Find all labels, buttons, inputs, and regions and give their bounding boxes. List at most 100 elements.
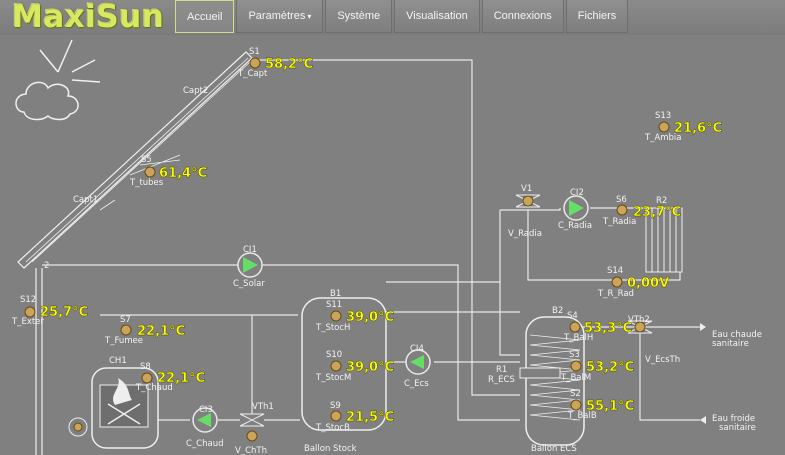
svg-text:T_BalH: T_BalH — [563, 333, 593, 343]
svg-text:21,5°C: 21,5°C — [346, 410, 394, 425]
svg-text:Eau froide: Eau froide — [712, 414, 755, 424]
nav-fichiers[interactable]: Fichiers — [565, 0, 629, 33]
svg-text:22,1°C: 22,1°C — [137, 324, 185, 339]
storage-tank: B1 Ballon Stock — [301, 289, 387, 454]
svg-text:V_EcsTh: V_EcsTh — [645, 355, 680, 365]
svg-text:V_ChTh: V_ChTh — [235, 446, 267, 455]
svg-text:55,1°C: 55,1°C — [586, 399, 634, 414]
capt2-label: Capt2 — [183, 86, 208, 96]
valve-vth2[interactable]: VTh2 V_EcsTh — [627, 315, 680, 365]
svg-text:T_Capt: T_Capt — [237, 69, 268, 79]
nav-connexions[interactable]: Connexions — [481, 0, 564, 33]
svg-text:S3: S3 — [569, 350, 580, 360]
svg-text:T_Chaud: T_Chaud — [135, 383, 173, 393]
sensor-s6[interactable]: S6 T_Radia 23,7°C — [602, 195, 681, 227]
svg-text:S2: S2 — [570, 389, 581, 399]
svg-text:T_Radia: T_Radia — [602, 217, 636, 227]
sensor-s1[interactable]: S1 T_Capt 58,2°C — [237, 47, 313, 79]
capt1-label: Capt1 — [73, 195, 98, 205]
svg-text:T_R_Rad: T_R_Rad — [597, 289, 634, 299]
svg-text:sanitaire: sanitaire — [712, 339, 749, 349]
svg-text:T_Exter: T_Exter — [11, 317, 44, 327]
cold-water-inlet: Eau froide sanitaire — [700, 414, 756, 433]
svg-text:53,3°C: 53,3°C — [584, 321, 632, 336]
svg-text:T_Ambia: T_Ambia — [644, 133, 682, 143]
svg-text:CI1: CI1 — [243, 245, 257, 255]
svg-text:S6: S6 — [616, 195, 627, 205]
top-bar: MaxiSun Accueil Paramètres▾ Système Visu… — [0, 0, 785, 35]
sensor-s12[interactable]: S12 T_Exter 25,7°C — [11, 295, 88, 327]
svg-text:VTh1: VTh1 — [252, 402, 274, 412]
svg-text:S11: S11 — [326, 300, 342, 310]
svg-text:CI2: CI2 — [570, 188, 584, 198]
weather-icon — [15, 39, 101, 121]
radiator: R2 — [645, 196, 683, 273]
svg-text:Ballon Stock: Ballon Stock — [304, 444, 357, 454]
svg-text:T_Fumee: T_Fumee — [104, 336, 143, 346]
svg-text:S1: S1 — [249, 47, 260, 57]
svg-text:sanitaire: sanitaire — [719, 423, 756, 433]
svg-text:S9: S9 — [330, 401, 341, 411]
svg-text:25,7°C: 25,7°C — [40, 305, 88, 320]
svg-text:T_BalM: T_BalM — [560, 373, 591, 383]
nav-visualisation[interactable]: Visualisation — [394, 0, 480, 33]
svg-text:R_ECS: R_ECS — [488, 375, 515, 385]
nav-accueil[interactable]: Accueil — [175, 0, 235, 33]
sensor-s9[interactable]: S9 T_StocB 21,5°C — [315, 401, 394, 433]
svg-text:Ballon ECS: Ballon ECS — [531, 444, 577, 454]
svg-text:S12: S12 — [20, 295, 36, 305]
svg-text:C_Radia: C_Radia — [558, 221, 592, 231]
svg-text:T_StocH: T_StocH — [315, 323, 350, 333]
svg-text:S4: S4 — [567, 311, 578, 321]
pipes — [42, 59, 700, 421]
svg-text:R2: R2 — [656, 196, 667, 206]
svg-text:CH1: CH1 — [109, 356, 127, 366]
svg-text:23,7°C: 23,7°C — [633, 205, 681, 220]
svg-text:61,4°C: 61,4°C — [159, 166, 207, 181]
svg-text:T_StocB: T_StocB — [315, 423, 350, 433]
svg-text:C_Solar: C_Solar — [233, 279, 265, 289]
svg-text:S13: S13 — [655, 111, 671, 121]
pump-ci1[interactable]: CI1 C_Solar — [233, 245, 265, 289]
svg-text:21,6°C: 21,6°C — [674, 121, 722, 136]
svg-text:C_Ecs: C_Ecs — [404, 379, 429, 389]
sensor-s2[interactable]: S2 T_BalB 55,1°C — [567, 389, 634, 421]
svg-text:CI3: CI3 — [199, 405, 213, 415]
sensor-s8[interactable]: S8 T_Chaud 22,1°C — [135, 362, 205, 393]
sensor-s14[interactable]: S14 T_R_Rad 0,00V — [597, 266, 669, 299]
nav-parametres[interactable]: Paramètres▾ — [236, 0, 324, 33]
svg-text:V_Radia: V_Radia — [508, 229, 542, 239]
pump-ci3[interactable]: CI3 C_Chaud — [186, 405, 224, 449]
chevron-down-icon: ▾ — [307, 12, 312, 21]
main-nav: Accueil Paramètres▾ Système Visualisatio… — [175, 0, 630, 35]
svg-text:T_BalB: T_BalB — [567, 411, 597, 421]
sensor-s7[interactable]: S7 T_Fumee 22,1°C — [104, 315, 185, 346]
svg-text:22,1°C: 22,1°C — [157, 371, 205, 386]
svg-text:B1: B1 — [330, 289, 341, 299]
installation-diagram: Capt2 Capt1 2 B1 Ballon Stock B2 Ballon … — [11, 39, 762, 455]
sensor-s3[interactable]: S3 T_BalM 53,2°C — [560, 350, 634, 383]
sensor-s13[interactable]: S13 T_Ambia 21,6°C — [644, 111, 722, 143]
svg-text:T_StocM: T_StocM — [315, 373, 351, 383]
sensor-s10[interactable]: S10 T_StocM 39,0°C — [315, 350, 394, 383]
svg-text:2: 2 — [44, 261, 49, 271]
pump-ci2[interactable]: CI2 C_Radia — [558, 188, 592, 231]
svg-text:V1: V1 — [521, 184, 532, 194]
svg-text:0,00V: 0,00V — [627, 276, 669, 291]
svg-text:B2: B2 — [552, 306, 563, 316]
svg-text:53,2°C: 53,2°C — [586, 360, 634, 375]
solar-collectors: Capt2 Capt1 2 — [17, 51, 253, 455]
svg-text:58,2°C: 58,2°C — [265, 57, 313, 72]
svg-text:T_tubes: T_tubes — [129, 178, 164, 188]
pump-ci4[interactable]: CI4 C_Ecs — [404, 344, 431, 389]
sensor-s5[interactable]: S5 T_tubes 61,4°C — [129, 155, 207, 188]
svg-text:S10: S10 — [326, 350, 342, 360]
valve-vth1[interactable]: VTh1 V_ChTh — [235, 402, 274, 455]
nav-systeme[interactable]: Système — [325, 0, 393, 33]
valve-v1[interactable]: V1 V_Radia — [508, 184, 542, 239]
sensor-s11[interactable]: S11 T_StocH 39,0°C — [315, 300, 394, 333]
sensor-s4[interactable]: S4 T_BalH 53,3°C — [563, 311, 632, 343]
svg-text:S8: S8 — [140, 362, 151, 372]
svg-text:S14: S14 — [607, 266, 623, 276]
app-logo: MaxiSun — [12, 0, 165, 35]
